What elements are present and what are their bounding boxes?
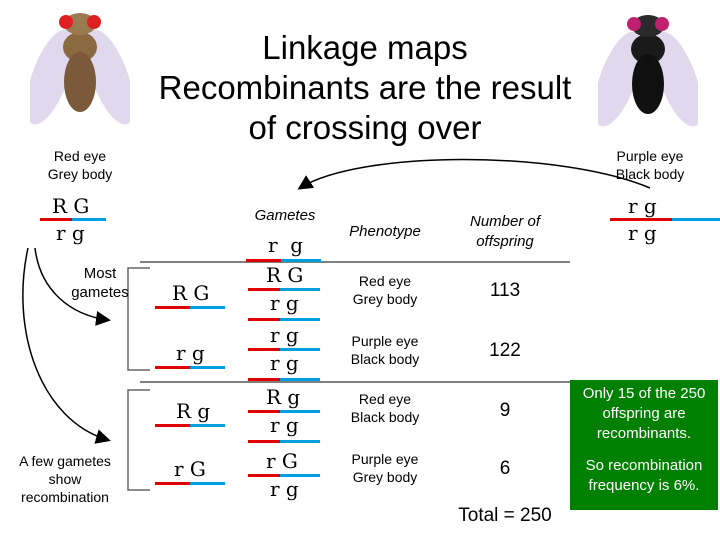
row2-offspring-red-bar — [248, 348, 280, 351]
few-gametes-line-2: show — [48, 471, 82, 487]
row1-offspring-red-bar — [248, 288, 280, 291]
few-gametes-line-1: A few gametes — [19, 453, 111, 469]
most-gametes-line-2: gametes — [71, 284, 129, 301]
header-gametes: Gametes — [254, 207, 316, 224]
row2-gamete-red-bar — [155, 366, 190, 369]
left-fly-caption: Red eye Grey body — [30, 147, 130, 183]
title-line-1: Linkage maps — [262, 29, 468, 66]
row1-number: 113 — [489, 280, 521, 301]
row4-gamete: r G — [174, 457, 206, 481]
row2-number: 122 — [489, 340, 521, 361]
few-gametes-line-3: recombination — [21, 489, 109, 505]
left-fly-body: Grey body — [47, 166, 113, 182]
title-line-2: Recombinants are the result — [158, 69, 572, 106]
row4-number: 6 — [499, 458, 511, 479]
note-line-2: offspring are — [602, 405, 686, 422]
row3-phenotype-line-1: Red eye — [358, 391, 412, 407]
row2b-blue-bar — [280, 378, 320, 381]
row3-phenotype: Red eye Black body — [330, 390, 440, 426]
row1-gamete-red-bar — [155, 306, 190, 309]
most-gametes-bracket — [127, 267, 150, 371]
row3b-blue-bar — [280, 440, 320, 443]
most-gametes-line-1: Most — [83, 265, 117, 282]
row1-offspring-blue-bar — [280, 288, 320, 291]
right-fly-allele-bottom: r g — [628, 221, 657, 245]
row3-offspring-bottom: r g — [270, 413, 299, 437]
row4-offspring-blue-bar — [280, 474, 320, 477]
left-fly-eye: Red eye — [53, 148, 107, 164]
row4-gamete-red-bar — [155, 482, 190, 485]
row4-offspring-top: r G — [266, 449, 298, 473]
few-gametes-label: A few gametes show recombination — [5, 452, 125, 506]
header-number: Number of offspring — [450, 212, 560, 252]
right-fly-allele-top: r g — [628, 194, 657, 218]
right-red-bar — [610, 218, 672, 221]
few-gametes-arrow — [22, 247, 111, 444]
row1b-red-bar — [248, 318, 280, 321]
note-line-5: frequency is 6%. — [588, 477, 700, 494]
left-fly-allele-bottom: r g — [56, 221, 85, 245]
row1-phenotype-line-2: Grey body — [352, 291, 418, 307]
page-title: Linkage maps Recombinants are the result… — [150, 28, 580, 148]
few-gametes-bracket — [127, 389, 150, 491]
right-fly-eye: Purple eye — [616, 148, 684, 164]
row2-phenotype-line-1: Purple eye — [351, 333, 419, 349]
row3-offspring-top: R g — [266, 385, 301, 409]
purple-eye-black-body-fly-image — [598, 15, 698, 127]
row2-gamete: r g — [176, 341, 205, 365]
right-fly-body: Black body — [615, 166, 685, 182]
row3-phenotype-line-2: Black body — [350, 409, 420, 425]
row1-offspring-top: R G — [266, 263, 304, 287]
row3-offspring-blue-bar — [280, 410, 320, 413]
row1-phenotype: Red eye Grey body — [330, 272, 440, 308]
total-label: Total = 250 — [458, 505, 552, 526]
right-fly-caption: Purple eye Black body — [600, 147, 700, 183]
row4-offspring-bottom: r g — [270, 477, 299, 501]
row2-phenotype-line-2: Black body — [350, 351, 420, 367]
header-number-line-2: offspring — [476, 233, 534, 250]
left-red-bar — [40, 218, 72, 221]
row2-offspring-bottom: r g — [270, 351, 299, 375]
most-gametes-label: Most gametes — [60, 264, 140, 302]
row1-gamete-blue-bar — [190, 306, 225, 309]
row3b-red-bar — [248, 440, 280, 443]
row3-gamete-blue-bar — [190, 424, 225, 427]
row4-phenotype-line-1: Purple eye — [351, 451, 419, 467]
right-blue-bar — [672, 218, 720, 221]
note-line-1: Only 15 of the 250 — [582, 385, 706, 402]
row4-offspring-red-bar — [248, 474, 280, 477]
row1b-blue-bar — [280, 318, 320, 321]
left-blue-bar — [72, 218, 106, 221]
note-line-3: recombinants. — [596, 425, 692, 442]
row2-gamete-blue-bar — [190, 366, 225, 369]
header-red-bar — [246, 259, 281, 262]
cross-arrow — [297, 158, 651, 190]
row2-phenotype: Purple eye Black body — [330, 332, 440, 368]
row1-phenotype-line-1: Red eye — [358, 273, 412, 289]
row2b-red-bar — [248, 378, 280, 381]
recombination-note-box: Only 15 of the 250 offspring are recombi… — [570, 380, 718, 510]
header-blue-bar — [281, 259, 321, 262]
row4-gamete-blue-bar — [190, 482, 225, 485]
row2-offspring-blue-bar — [280, 348, 320, 351]
most-gametes-arrow — [34, 247, 111, 326]
header-number-line-1: Number of — [469, 213, 541, 230]
row1-offspring-bottom: r g — [270, 291, 299, 315]
header-gamete-allele: r g — [268, 233, 304, 257]
row3-offspring-red-bar — [248, 410, 280, 413]
row3-number: 9 — [499, 400, 511, 421]
red-eye-grey-body-fly-image — [30, 13, 130, 125]
left-fly-allele-top: R G — [52, 194, 90, 218]
title-line-3: of crossing over — [248, 109, 482, 146]
row4-phenotype-line-2: Grey body — [352, 469, 418, 485]
note-line-4: So recombination — [585, 457, 703, 474]
row3-gamete-red-bar — [155, 424, 190, 427]
header-phenotype: Phenotype — [349, 223, 421, 240]
row3-gamete: R g — [176, 399, 211, 423]
row4-phenotype: Purple eye Grey body — [330, 450, 440, 486]
row2-offspring-top: r g — [270, 323, 299, 347]
row1-gamete: R G — [172, 281, 210, 305]
